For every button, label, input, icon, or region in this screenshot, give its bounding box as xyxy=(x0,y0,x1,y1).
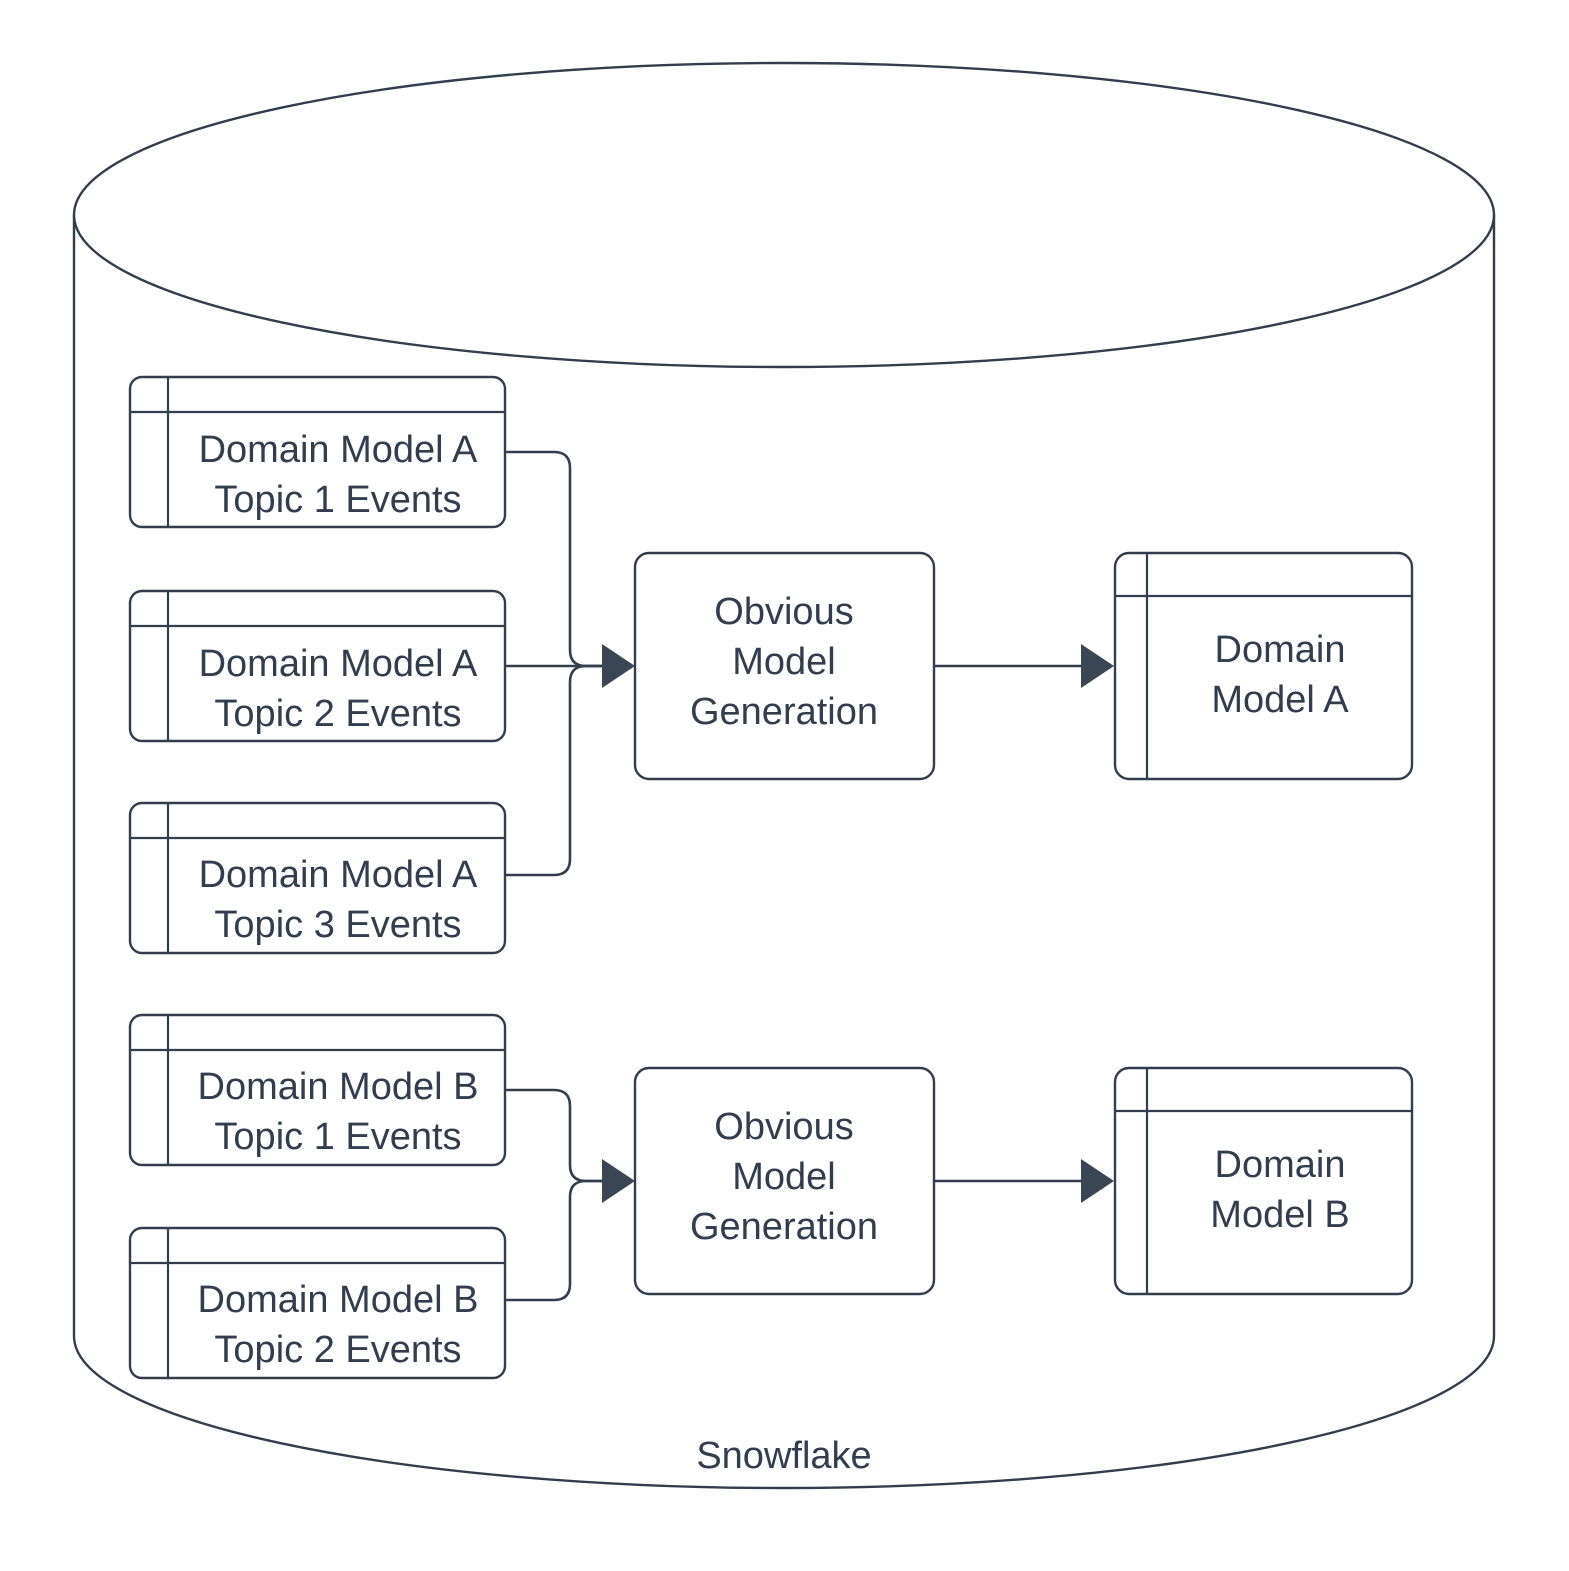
arrowhead-into-process-b xyxy=(602,1159,635,1203)
table-outline xyxy=(128,1013,507,1167)
process-outline xyxy=(633,551,936,781)
process-a-line2: Model xyxy=(732,641,836,683)
source-node-a1[interactable]: Domain Model A Topic 1 Events xyxy=(128,375,507,529)
process-b-line2: Model xyxy=(732,1156,836,1198)
source-b2-line1: Domain Model B xyxy=(198,1279,479,1321)
connector-process-to-output xyxy=(935,644,1114,1203)
output-b-line1: Domain xyxy=(1215,1144,1346,1186)
connector-b2-to-process-b xyxy=(505,1179,602,1302)
connector-a3-to-process-a xyxy=(505,664,602,877)
connector-group-a xyxy=(505,450,635,877)
table-outline xyxy=(128,801,507,955)
output-a-line2: Model A xyxy=(1211,679,1349,721)
process-node-b[interactable]: Obvious Model Generation xyxy=(633,1066,936,1296)
source-node-b2[interactable]: Domain Model B Topic 2 Events xyxy=(128,1226,507,1380)
process-node-a[interactable]: Obvious Model Generation xyxy=(633,551,936,781)
source-a1-line2: Topic 1 Events xyxy=(214,479,461,521)
source-node-a3[interactable]: Domain Model A Topic 3 Events xyxy=(128,801,507,955)
arrowhead-into-process-a xyxy=(602,644,635,688)
output-b-line2: Model B xyxy=(1210,1194,1349,1236)
process-a-line3: Generation xyxy=(690,691,878,733)
table-outline xyxy=(128,589,507,743)
source-a2-line1: Domain Model A xyxy=(199,643,478,685)
snowflake-container-label: Snowflake xyxy=(696,1435,871,1477)
output-node-a[interactable]: Domain Model A xyxy=(1113,551,1414,781)
connector-group-b xyxy=(505,1088,635,1302)
cylinder-top-ellipse xyxy=(72,61,1496,369)
arrowhead-into-output-b xyxy=(1081,1159,1114,1203)
table-outline xyxy=(128,1226,507,1380)
source-b1-line1: Domain Model B xyxy=(198,1066,479,1108)
source-b1-line2: Topic 1 Events xyxy=(214,1116,461,1158)
output-a-line1: Domain xyxy=(1215,629,1346,671)
table-outline xyxy=(128,375,507,529)
source-b2-line2: Topic 2 Events xyxy=(214,1329,461,1371)
arrowhead-into-output-a xyxy=(1081,644,1114,688)
source-node-b1[interactable]: Domain Model B Topic 1 Events xyxy=(128,1013,507,1167)
table-outline xyxy=(1113,551,1414,781)
table-outline xyxy=(1113,1066,1414,1296)
process-outline xyxy=(633,1066,936,1296)
cylinder-bottom-arc xyxy=(72,1335,1496,1490)
process-b-line1: Obvious xyxy=(714,1106,853,1148)
process-a-line1: Obvious xyxy=(714,591,853,633)
source-a3-line2: Topic 3 Events xyxy=(214,904,461,946)
process-b-line3: Generation xyxy=(690,1206,878,1248)
output-node-b[interactable]: Domain Model B xyxy=(1113,1066,1414,1296)
connector-b1-to-process-b xyxy=(505,1088,602,1183)
source-a1-line1: Domain Model A xyxy=(199,429,478,471)
source-a3-line1: Domain Model A xyxy=(199,854,478,896)
source-node-a2[interactable]: Domain Model A Topic 2 Events xyxy=(128,589,507,743)
source-a2-line2: Topic 2 Events xyxy=(214,693,461,735)
